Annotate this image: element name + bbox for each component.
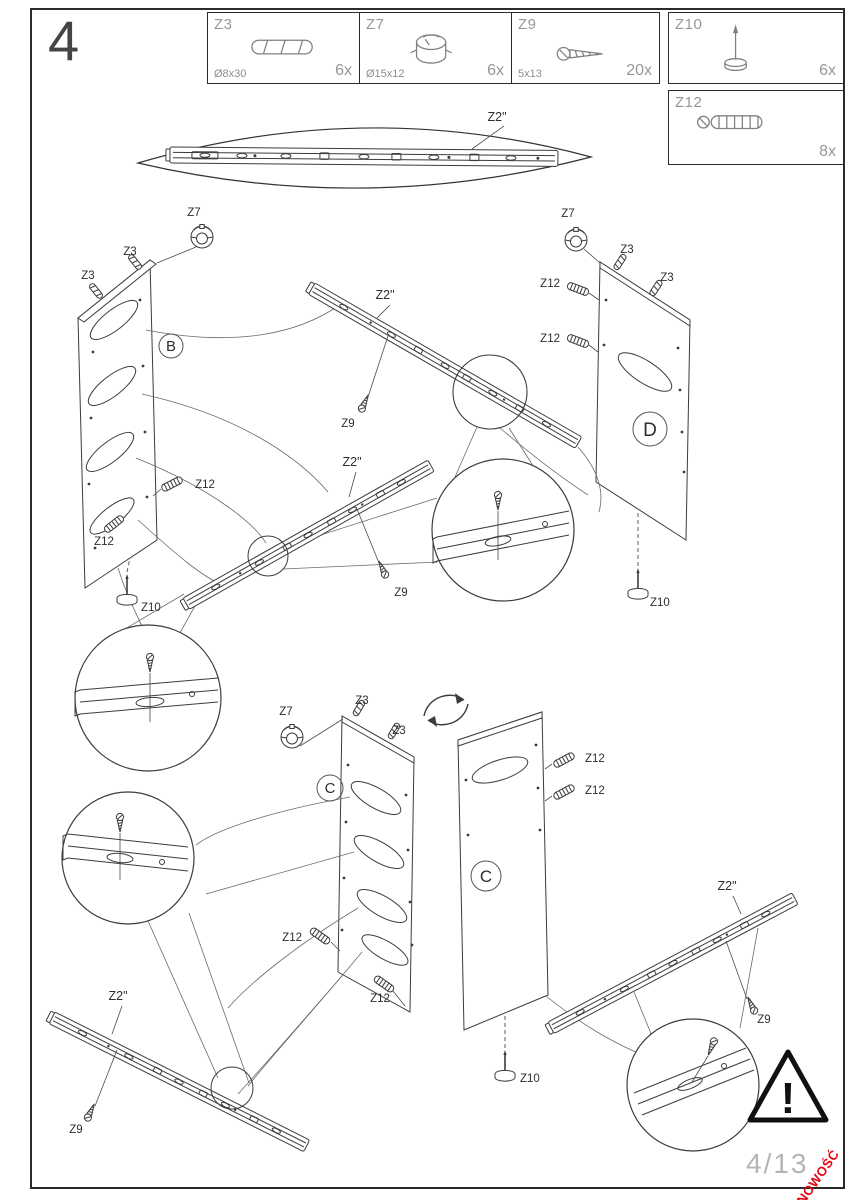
callout-z7: Z7 — [561, 208, 574, 220]
callout-z2: Z2" — [108, 989, 127, 1003]
part-quantity: 8x — [819, 143, 836, 160]
zoom-source-circle — [210, 1066, 254, 1110]
assembly-guide-curves — [117, 305, 759, 1095]
callout-z10: Z10 — [141, 602, 161, 614]
expansion-plug-icon — [696, 115, 763, 130]
callout-z7: Z7 — [187, 207, 200, 219]
part-quantity: 20x — [626, 62, 652, 79]
part-id: Z12 — [675, 94, 703, 111]
part-id: Z9 — [518, 16, 537, 33]
callout-z12: Z12 — [540, 278, 560, 290]
part-quantity: 6x — [335, 62, 352, 79]
callout-z3: Z3 — [355, 695, 368, 707]
zoom-source-circle — [452, 354, 528, 430]
cam-locks — [156, 224, 601, 749]
callout-z9: Z9 — [394, 587, 407, 599]
glide-feet — [116, 512, 649, 1082]
callout-z12: Z12 — [585, 753, 605, 765]
glide-foot-icon — [724, 24, 747, 71]
part-quantity: 6x — [487, 62, 504, 79]
cam-lock-icon — [410, 34, 452, 64]
part-quantity: 6x — [819, 62, 836, 79]
legend-item-z7: Z7 Ø15x12 6x — [359, 12, 512, 84]
part-dimension: Ø15x12 — [366, 68, 405, 80]
part-dimension: 5x13 — [518, 68, 542, 80]
detail-circle-bottom-right — [626, 1018, 760, 1152]
svg-text:C: C — [325, 780, 336, 797]
panel-letter-c1: C — [316, 774, 344, 802]
panel-d — [595, 261, 691, 541]
panel-b — [77, 258, 158, 589]
callout-z12: Z12 — [195, 479, 215, 491]
legend-item-z12: Z12 8x — [668, 90, 844, 165]
callout-z12: Z12 — [540, 333, 560, 345]
callout-z10: Z10 — [650, 597, 670, 609]
screw-icon — [556, 46, 603, 61]
part-id: Z7 — [366, 16, 385, 33]
callout-z12: Z12 — [94, 536, 114, 548]
svg-text:B: B — [166, 338, 176, 355]
callout-z7: Z7 — [279, 706, 292, 718]
warning-exclamation: ! — [781, 1074, 796, 1123]
dowel-icon — [251, 39, 313, 55]
svg-text:D: D — [643, 420, 657, 441]
drawer-slide-z2-bottom-left — [45, 1010, 310, 1152]
legend-item-z10: Z10 6x — [668, 12, 844, 84]
callout-z9: Z9 — [69, 1124, 82, 1136]
panel-letter-c2: C — [470, 860, 502, 892]
warning-triangle-icon: ! — [747, 1049, 829, 1123]
part-dimension: Ø8x30 — [214, 68, 247, 80]
panel-letter-b: B — [158, 333, 184, 359]
svg-text:C: C — [480, 867, 492, 886]
callout-z2: Z2" — [342, 455, 361, 469]
part-id: Z3 — [214, 16, 233, 33]
drawer-slide-overview — [165, 146, 559, 167]
callout-z10: Z10 — [520, 1073, 540, 1085]
detail-circle-mid-left — [74, 624, 222, 772]
drawer-slide-z2-upper — [305, 281, 582, 449]
zoom-source-circle — [247, 535, 289, 577]
callout-z2: Z2" — [717, 879, 736, 893]
step-number: 4 — [48, 9, 81, 72]
callout-z2: Z2" — [487, 110, 506, 124]
page-border — [30, 8, 845, 1189]
callout-z9: Z9 — [757, 1014, 770, 1026]
detail-circle-center — [431, 458, 575, 602]
callout-z3: Z3 — [660, 272, 673, 284]
rotate-arrows-icon — [423, 693, 469, 727]
panel-letter-d: D — [632, 411, 668, 447]
legend-item-z3: Z3 Ø8x30 6x — [207, 12, 360, 84]
callout-z12: Z12 — [370, 993, 390, 1005]
callout-z9: Z9 — [341, 418, 354, 430]
panel-c-right — [457, 711, 549, 1031]
detail-circle-bottom-left — [61, 791, 195, 925]
callout-z12: Z12 — [282, 932, 302, 944]
callout-z2: Z2" — [375, 288, 394, 302]
callout-z3: Z3 — [620, 244, 633, 256]
overview-lens: Z2" — [135, 110, 594, 189]
legend-item-z9: Z9 5x13 20x — [511, 12, 660, 84]
callout-z3: Z3 — [123, 246, 136, 258]
callout-z12: Z12 — [585, 785, 605, 797]
callout-z3: Z3 — [81, 270, 94, 282]
mounting-screws — [82, 335, 760, 1123]
callout-labels: Z3 Z3 Z7 Z2" Z9 Z2" Z9 Z12 Z12 Z10 Z7 Z3… — [69, 207, 770, 1136]
part-id: Z10 — [675, 16, 703, 33]
callout-z3: Z3 — [392, 725, 405, 737]
page-indicator: 4/13 — [746, 1148, 809, 1179]
drawer-slide-z2-bottom-right — [544, 893, 798, 1035]
drawer-slide-z2-middle — [179, 460, 434, 611]
expansion-plugs — [102, 281, 600, 1007]
